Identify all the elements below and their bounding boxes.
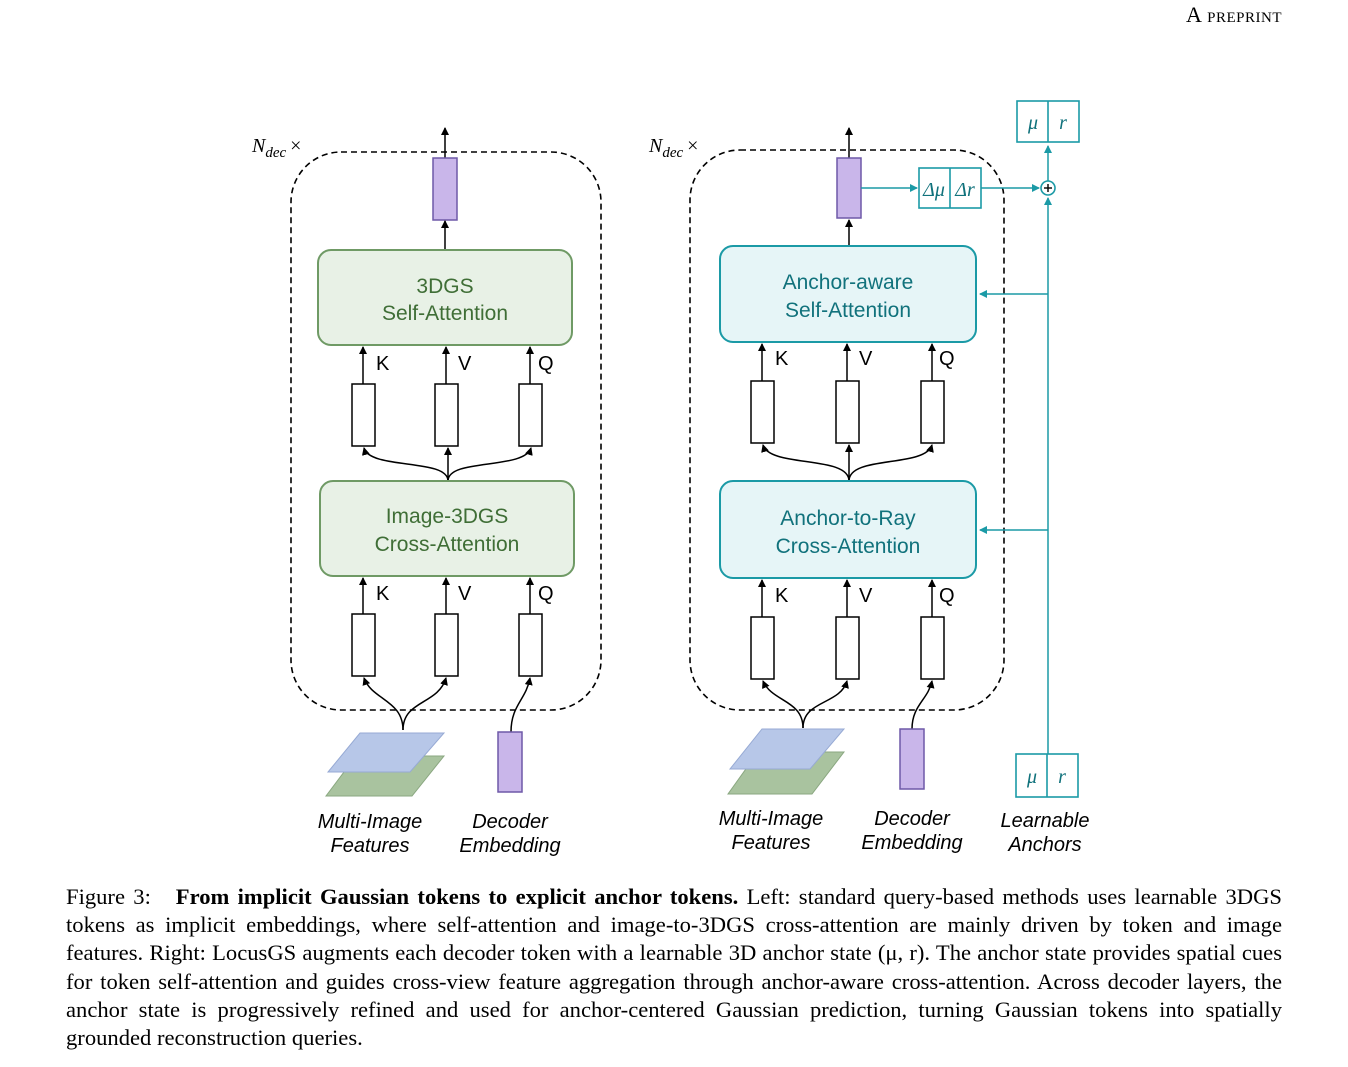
left-decoder-diagram: Ndec× 3DGS Self-Attention K V Q Ima <box>251 127 602 857</box>
left-lower-kvq: K V Q <box>351 577 554 733</box>
left-feature-plane-blue <box>326 732 446 773</box>
left-features-label-1: Multi-Image <box>318 811 422 833</box>
left-embedding-label-1: Decoder <box>472 811 549 833</box>
left-self-attention-line2: Self-Attention <box>382 302 508 325</box>
page-header: A preprint <box>1185 2 1282 27</box>
left-lower-k-label: K <box>376 583 390 605</box>
right-ndec-label: Ndec× <box>648 135 698 161</box>
right-anchors-label-1: Learnable <box>1001 810 1090 832</box>
right-lower-kvq: K V Q <box>750 579 955 730</box>
left-lower-k-proj <box>351 613 376 677</box>
left-upper-k-label: K <box>376 353 390 375</box>
left-lower-v-proj <box>434 613 459 677</box>
left-self-attention-box <box>317 249 573 346</box>
right-anchor-output-r: r <box>1059 112 1067 134</box>
right-lower-k-proj <box>750 616 775 680</box>
right-anchors-label-2: Anchors <box>1007 834 1081 856</box>
right-upper-v-proj <box>835 380 860 444</box>
right-features-label-2: Features <box>732 832 811 854</box>
right-decoder-diagram: Ndec× Δμ Δr μ r Anchor-aware Self-Attent… <box>648 100 1090 856</box>
right-embedding-label-1: Decoder <box>874 808 951 830</box>
caption-label: Figure 3: <box>66 884 151 909</box>
left-cross-attention-line2: Cross-Attention <box>375 533 520 556</box>
right-feature-plane-blue <box>728 728 846 770</box>
left-output-token <box>432 157 458 221</box>
right-self-attention-line2: Self-Attention <box>785 299 911 322</box>
figure-caption: Figure 3: From implicit Gaussian tokens … <box>66 883 1282 1052</box>
right-lower-v-label: V <box>859 585 873 607</box>
right-upper-v-label: V <box>859 348 873 370</box>
right-delta-mu: Δμ <box>922 179 945 201</box>
right-lower-v-proj <box>835 616 860 680</box>
right-anchor-input-r: r <box>1058 766 1066 788</box>
right-output-token <box>836 157 862 219</box>
right-anchor-input-mu: μ <box>1026 766 1037 788</box>
left-cross-attention-line1: Image-3DGS <box>386 505 509 528</box>
right-lower-k-label: K <box>775 585 789 607</box>
right-self-attention-line1: Anchor-aware <box>783 271 914 294</box>
right-embedding-label-2: Embedding <box>861 832 962 854</box>
right-upper-k-proj <box>750 380 775 444</box>
left-ndec-label: Ndec× <box>251 135 301 161</box>
left-repeat-block <box>290 151 602 711</box>
left-upper-k-proj <box>351 383 376 447</box>
right-delta-r: Δr <box>954 179 975 201</box>
left-upper-q-label: Q <box>538 353 554 375</box>
left-lower-v-label: V <box>458 583 472 605</box>
left-upper-kvq: K V Q <box>351 346 554 482</box>
right-cross-attention-line1: Anchor-to-Ray <box>780 507 916 530</box>
left-decoder-embedding-token <box>497 731 523 793</box>
left-lower-q-proj <box>518 613 543 677</box>
caption-title: From implicit Gaussian tokens to explici… <box>175 884 739 909</box>
left-upper-q-proj <box>518 383 543 447</box>
left-lower-q-label: Q <box>538 583 554 605</box>
left-cross-attention-box <box>319 480 575 577</box>
right-upper-q-proj <box>920 380 945 444</box>
right-cross-attention-line2: Cross-Attention <box>776 535 921 558</box>
architecture-figure: Ndec× 3DGS Self-Attention K V Q Ima <box>251 100 1090 857</box>
right-upper-kvq: K V Q <box>750 343 955 482</box>
left-upper-v-label: V <box>458 353 472 375</box>
right-decoder-embedding-token <box>899 728 925 790</box>
right-lower-q-proj <box>920 616 945 680</box>
right-features-label-1: Multi-Image <box>719 808 823 830</box>
right-cross-attention-box <box>719 480 977 579</box>
left-embedding-label-2: Embedding <box>459 835 560 857</box>
right-repeat-block <box>689 149 1005 711</box>
right-upper-q-label: Q <box>939 348 955 370</box>
left-upper-v-proj <box>434 383 459 447</box>
left-self-attention-line1: 3DGS <box>416 275 473 298</box>
right-self-attention-box <box>719 245 977 343</box>
caption-body: Left: standard query-based methods uses … <box>66 884 1282 1051</box>
left-features-label-2: Features <box>331 835 410 857</box>
right-upper-k-label: K <box>775 348 789 370</box>
right-anchor-output-mu: μ <box>1027 112 1038 134</box>
right-lower-q-label: Q <box>939 585 955 607</box>
